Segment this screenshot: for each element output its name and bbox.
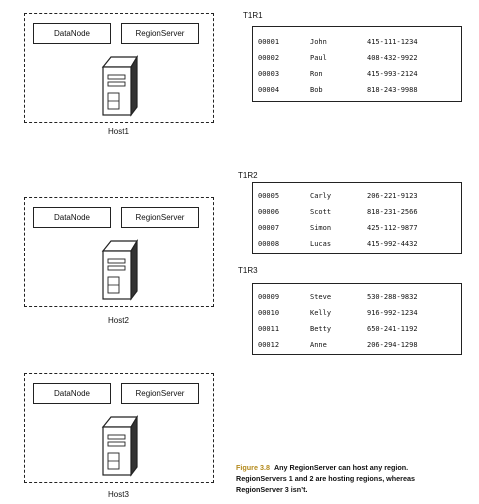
figure-number: Figure 3.8	[236, 463, 270, 472]
row-name: Kelly	[310, 309, 332, 317]
row-key: 00012	[258, 341, 280, 349]
host1-box: DataNode RegionServer	[24, 13, 214, 123]
row-name: Carly	[310, 192, 332, 200]
row-name: Lucas	[310, 240, 332, 248]
row-phone: 206-221-9123	[367, 192, 418, 200]
table-row: 00011 Betty 650-241-1192	[253, 321, 461, 337]
row-phone: 530-288-9832	[367, 293, 418, 301]
host3-box: DataNode RegionServer	[24, 373, 214, 483]
region-t1r2-label: T1R2	[238, 171, 258, 180]
table-row: 00009 Steve 530-288-9832	[253, 289, 461, 305]
row-name: Ron	[310, 70, 323, 78]
row-key: 00010	[258, 309, 280, 317]
table-row: 00010 Kelly 916-992-1234	[253, 305, 461, 321]
row-name: Steve	[310, 293, 332, 301]
row-phone: 818-231-2566	[367, 208, 418, 216]
table-row: 00001 John 415-111-1234	[253, 34, 461, 50]
table-row: 00012 Anne 206-294-1298	[253, 337, 461, 353]
row-name: Simon	[310, 224, 332, 232]
host3-server-icon	[101, 414, 139, 477]
host1-label: Host1	[108, 127, 129, 136]
row-phone: 916-992-1234	[367, 309, 418, 317]
region-t1r3-table: 00009 Steve 530-288-9832 00010 Kelly 916…	[252, 283, 462, 355]
row-name: Bob	[310, 86, 323, 94]
region-t1r1-table: 00001 John 415-111-1234 00002 Paul 408-4…	[252, 26, 462, 102]
host2-label: Host2	[108, 316, 129, 325]
row-name: Paul	[310, 54, 327, 62]
host1-server-icon	[101, 54, 139, 117]
row-name: Anne	[310, 341, 327, 349]
row-name: John	[310, 38, 327, 46]
row-name: Scott	[310, 208, 332, 216]
row-key: 00005	[258, 192, 280, 200]
host2-regionserver: RegionServer	[121, 207, 199, 228]
host2-box: DataNode RegionServer	[24, 197, 214, 307]
region-t1r2-table: 00005 Carly 206-221-9123 00006 Scott 818…	[252, 182, 462, 254]
figure-caption-text: Any RegionServer can host any region. Re…	[236, 463, 415, 494]
row-phone: 408-432-9922	[367, 54, 418, 62]
region-t1r1-label: T1R1	[243, 11, 263, 20]
table-row: 00006 Scott 818-231-2566	[253, 204, 461, 220]
row-name: Betty	[310, 325, 332, 333]
row-key: 00011	[258, 325, 280, 333]
row-key: 00007	[258, 224, 280, 232]
row-phone: 425-112-9877	[367, 224, 418, 232]
row-phone: 650-241-1192	[367, 325, 418, 333]
row-phone: 415-111-1234	[367, 38, 418, 46]
host1-datanode: DataNode	[33, 23, 111, 44]
table-row: 00003 Ron 415-993-2124	[253, 66, 461, 82]
row-key: 00006	[258, 208, 280, 216]
figure-caption: Figure 3.8 Any RegionServer can host any…	[236, 462, 436, 495]
region-t1r3-label: T1R3	[238, 266, 258, 275]
row-phone: 415-992-4432	[367, 240, 418, 248]
host1-regionserver: RegionServer	[121, 23, 199, 44]
row-key: 00001	[258, 38, 280, 46]
host3-regionserver: RegionServer	[121, 383, 199, 404]
table-row: 00002 Paul 408-432-9922	[253, 50, 461, 66]
table-row: 00008 Lucas 415-992-4432	[253, 236, 461, 252]
row-key: 00009	[258, 293, 280, 301]
row-key: 00008	[258, 240, 280, 248]
host3-datanode: DataNode	[33, 383, 111, 404]
row-key: 00004	[258, 86, 280, 94]
row-phone: 206-294-1298	[367, 341, 418, 349]
host3-label: Host3	[108, 490, 129, 499]
table-row: 00007 Simon 425-112-9877	[253, 220, 461, 236]
table-row: 00005 Carly 206-221-9123	[253, 188, 461, 204]
row-phone: 415-993-2124	[367, 70, 418, 78]
row-key: 00002	[258, 54, 280, 62]
row-phone: 818-243-9988	[367, 86, 418, 94]
host2-server-icon	[101, 238, 139, 301]
row-key: 00003	[258, 70, 280, 78]
host2-datanode: DataNode	[33, 207, 111, 228]
table-row: 00004 Bob 818-243-9988	[253, 82, 461, 98]
